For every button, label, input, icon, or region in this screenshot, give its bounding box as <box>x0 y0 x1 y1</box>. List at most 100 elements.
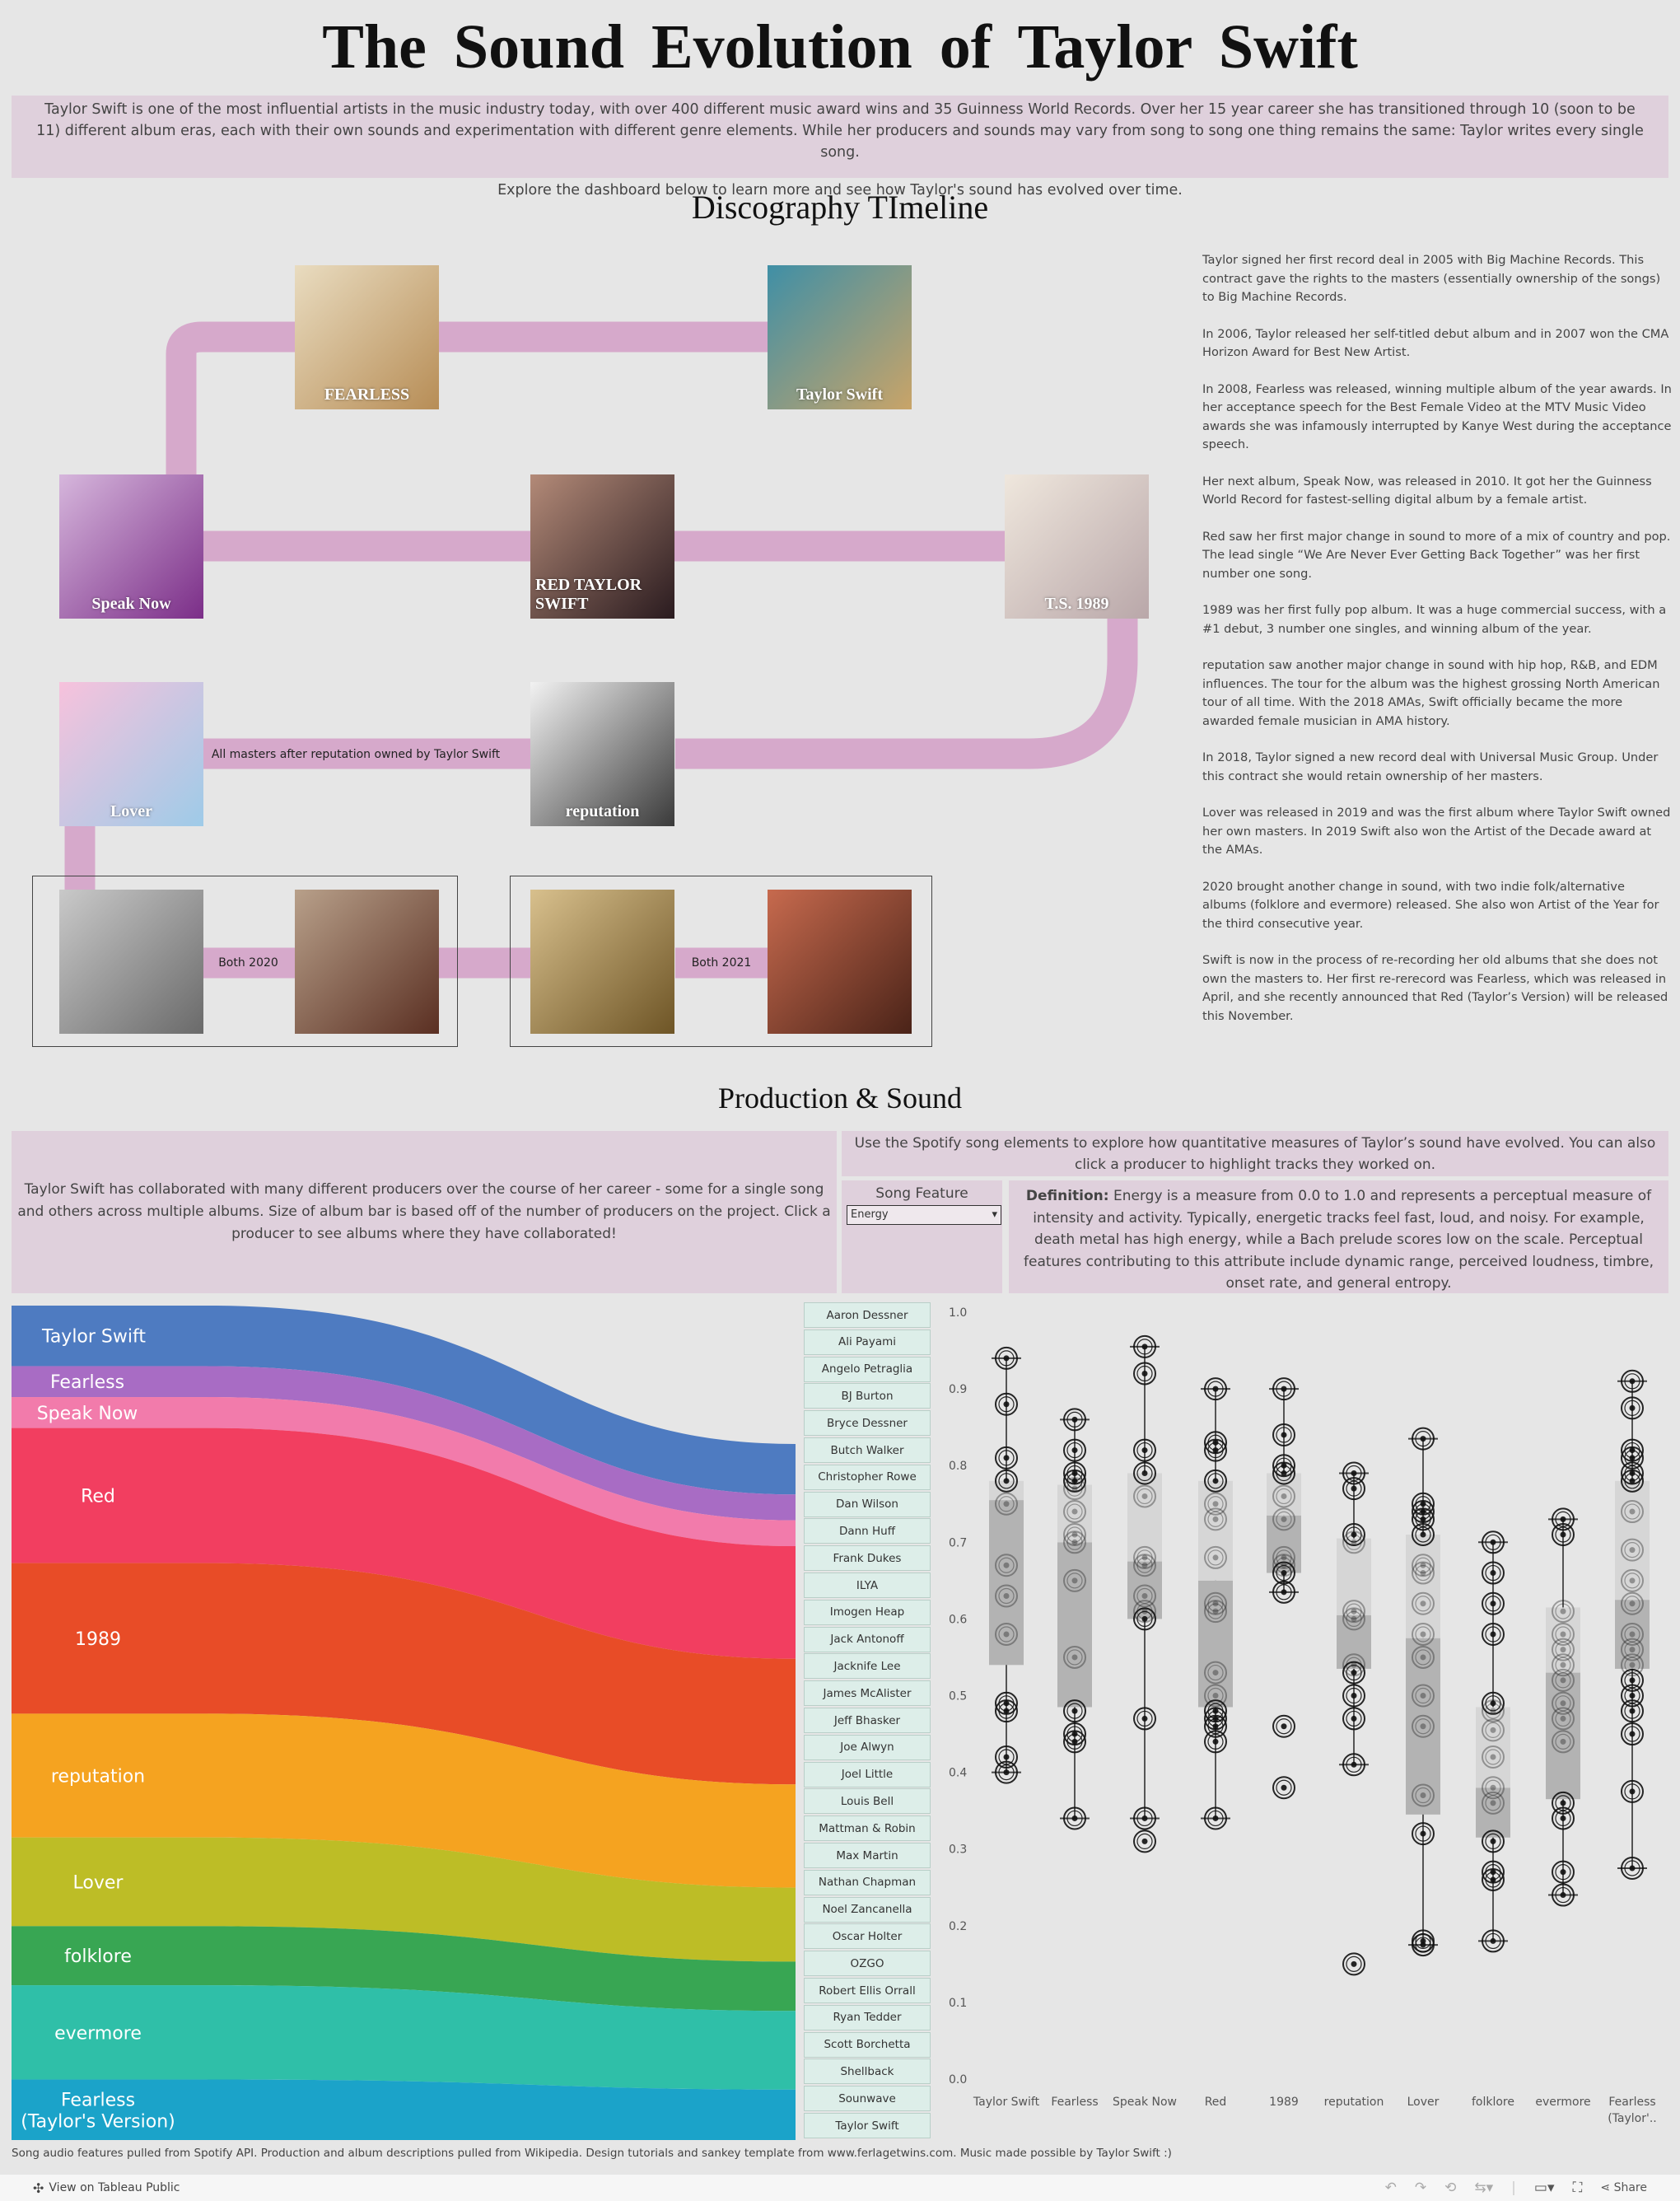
vinyl-record-icon[interactable] <box>1272 1545 1295 1569</box>
producer-filter-item[interactable]: Jeff Bhasker <box>804 1708 931 1733</box>
producer-filter-item[interactable]: BJ Burton <box>804 1383 931 1409</box>
vinyl-record-icon[interactable] <box>1621 1638 1644 1661</box>
fullscreen-icon[interactable]: ⛶ <box>1572 2180 1583 2196</box>
producer-filter-item[interactable]: Ali Payami <box>804 1329 931 1355</box>
producer-filter-item[interactable]: Max Martin <box>804 1843 931 1868</box>
vinyl-record-icon[interactable] <box>1412 1714 1435 1738</box>
vinyl-record-icon[interactable] <box>1412 1561 1435 1585</box>
sankey-flow[interactable] <box>208 1713 796 1888</box>
vinyl-record-icon[interactable] <box>1342 1753 1365 1777</box>
producer-filter-item[interactable]: Taylor Swift <box>804 2113 931 2138</box>
revert-icon[interactable]: ⟲ <box>1444 2180 1457 2196</box>
song-feature-dropdown[interactable]: Energy ▾ <box>847 1205 1001 1225</box>
vinyl-record-icon[interactable] <box>1342 1477 1365 1501</box>
producer-filter-item[interactable]: Scott Borchetta <box>804 2031 931 2058</box>
box-lower[interactable] <box>1057 1542 1092 1708</box>
vinyl-record-icon[interactable] <box>1133 1334 1156 1358</box>
producer-filter-item[interactable]: Mattman & Robin <box>804 1815 931 1842</box>
sankey-album-bar[interactable] <box>12 1428 208 1563</box>
producer-filter-item[interactable]: Angelo Petraglia <box>804 1356 931 1382</box>
producer-filter-item[interactable]: Louis Bell <box>804 1788 931 1815</box>
vinyl-record-icon[interactable] <box>1482 1829 1505 1853</box>
vinyl-record-icon[interactable] <box>1412 1507 1435 1531</box>
vinyl-record-icon[interactable] <box>1412 1554 1435 1577</box>
producer-filter-item[interactable]: Butch Walker <box>804 1437 931 1463</box>
vinyl-record-icon[interactable] <box>1342 1530 1365 1554</box>
vinyl-record-icon[interactable] <box>1133 1806 1156 1830</box>
producer-filter-item[interactable]: James McAlister <box>804 1680 931 1707</box>
vinyl-record-icon[interactable] <box>1272 1507 1295 1531</box>
vinyl-record-icon[interactable] <box>1063 1469 1086 1493</box>
vinyl-record-icon[interactable] <box>1204 1730 1227 1754</box>
vinyl-record-icon[interactable] <box>995 1623 1018 1647</box>
producer-filter-item[interactable]: Aaron Dessner <box>804 1302 931 1328</box>
producer-filter-item[interactable]: Jack Antonoff <box>804 1626 931 1652</box>
vinyl-record-icon[interactable] <box>1552 1668 1575 1692</box>
vinyl-record-icon[interactable] <box>1412 1645 1435 1669</box>
vinyl-record-icon[interactable] <box>1063 1500 1086 1524</box>
producer-filter-item[interactable]: OZGO <box>804 1951 931 1977</box>
vinyl-record-icon[interactable] <box>1063 1806 1086 1830</box>
vinyl-record-icon[interactable] <box>1204 1661 1227 1685</box>
vinyl-record-icon[interactable] <box>995 1760 1018 1784</box>
sankey-album-bar[interactable] <box>12 1563 208 1714</box>
producer-filter-item[interactable]: Nathan Chapman <box>804 1869 931 1895</box>
vinyl-record-icon[interactable] <box>1063 1730 1086 1754</box>
vinyl-record-icon[interactable] <box>1482 1561 1505 1585</box>
box-upper[interactable] <box>1337 1538 1371 1615</box>
vinyl-record-icon[interactable] <box>1342 1707 1365 1731</box>
vinyl-record-icon[interactable] <box>995 1446 1018 1470</box>
sankey-flow[interactable] <box>208 1926 796 2012</box>
sankey-album-bar[interactable] <box>12 1985 208 2080</box>
vinyl-record-icon[interactable] <box>1063 1645 1086 1669</box>
vinyl-record-icon[interactable] <box>1272 1484 1295 1508</box>
vinyl-record-icon[interactable] <box>1204 1377 1227 1401</box>
vinyl-record-icon[interactable] <box>1063 1408 1086 1432</box>
vinyl-record-icon[interactable] <box>1272 1714 1295 1738</box>
producer-filter-item[interactable]: Noel Zancanella <box>804 1896 931 1923</box>
vinyl-record-icon[interactable] <box>1204 1806 1227 1830</box>
vinyl-record-icon[interactable] <box>995 1346 1018 1370</box>
vinyl-record-icon[interactable] <box>1063 1699 1086 1723</box>
vinyl-record-icon[interactable] <box>1204 1591 1227 1615</box>
sankey-flow[interactable] <box>208 1397 796 1546</box>
vinyl-record-icon[interactable] <box>1133 1829 1156 1853</box>
box-upper[interactable] <box>1615 1480 1650 1601</box>
vinyl-record-icon[interactable] <box>1204 1600 1227 1624</box>
vinyl-record-icon[interactable] <box>1204 1545 1227 1569</box>
producer-filter-item[interactable]: Robert Ellis Orrall <box>804 1978 931 2003</box>
box-upper[interactable] <box>1406 1534 1440 1638</box>
vinyl-record-icon[interactable] <box>1552 1638 1575 1661</box>
vinyl-record-icon[interactable] <box>1621 1779 1644 1803</box>
vinyl-record-icon[interactable] <box>1621 1369 1644 1393</box>
vinyl-record-icon[interactable] <box>1482 1867 1505 1891</box>
vinyl-record-icon[interactable] <box>1412 1623 1435 1647</box>
vinyl-record-icon[interactable] <box>1412 1522 1435 1546</box>
vinyl-record-icon[interactable] <box>1342 1607 1365 1631</box>
vinyl-record-icon[interactable] <box>1552 1653 1575 1677</box>
vinyl-record-icon[interactable] <box>1552 1806 1575 1830</box>
vinyl-record-icon[interactable] <box>1272 1776 1295 1800</box>
vinyl-record-icon[interactable] <box>1621 1722 1644 1746</box>
vinyl-record-icon[interactable] <box>1552 1522 1575 1546</box>
vinyl-record-icon[interactable] <box>1063 1530 1086 1554</box>
vinyl-record-icon[interactable] <box>1621 1469 1644 1493</box>
vinyl-record-icon[interactable] <box>1342 1684 1365 1708</box>
box-upper[interactable] <box>1546 1607 1580 1673</box>
sankey-album-bar[interactable] <box>12 1366 208 1398</box>
vinyl-record-icon[interactable] <box>995 1699 1018 1723</box>
box-lower[interactable] <box>1198 1580 1233 1708</box>
vinyl-record-icon[interactable] <box>1621 1668 1644 1692</box>
vinyl-record-icon[interactable] <box>1412 1822 1435 1846</box>
producer-filter-item[interactable]: Dan Wilson <box>804 1491 931 1517</box>
vinyl-record-icon[interactable] <box>995 1392 1018 1416</box>
sankey-album-bar[interactable] <box>12 1306 208 1367</box>
sankey-album-bar[interactable] <box>12 1713 208 1838</box>
vinyl-record-icon[interactable] <box>1552 1507 1575 1531</box>
vinyl-record-icon[interactable] <box>1482 1691 1505 1715</box>
sankey-album-bar[interactable] <box>12 1926 208 1986</box>
box-lower[interactable] <box>1127 1561 1162 1619</box>
box-upper[interactable] <box>1057 1484 1092 1543</box>
producer-filter-item[interactable]: Oscar Holter <box>804 1923 931 1950</box>
undo-icon[interactable]: ↶ <box>1384 2180 1397 2196</box>
